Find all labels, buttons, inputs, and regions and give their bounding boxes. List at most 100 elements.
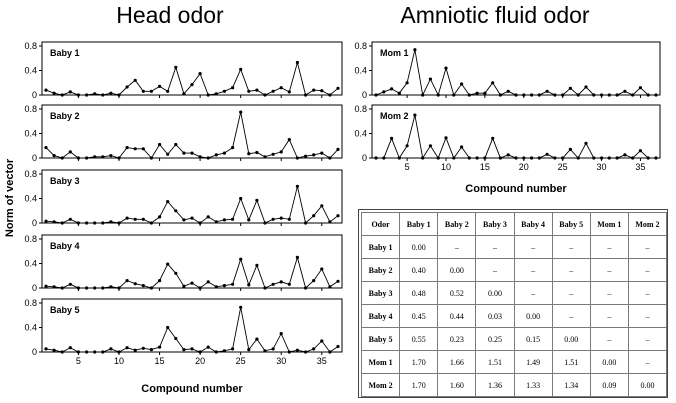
data-point — [85, 286, 89, 290]
data-point — [279, 332, 283, 336]
data-point — [60, 286, 64, 290]
data-point — [304, 286, 308, 290]
data-point — [190, 281, 194, 285]
data-point — [182, 151, 186, 155]
data-point — [141, 346, 145, 350]
matrix-row-header: Baby 2 — [360, 258, 401, 282]
matrix-cell: 1.33 — [513, 373, 553, 397]
y-tick-label: 0 — [32, 218, 37, 228]
y-tick-label: 0.4 — [24, 66, 37, 76]
data-point — [646, 156, 650, 160]
x-tick-label: 15 — [480, 162, 490, 172]
data-point — [304, 154, 308, 158]
data-point — [174, 142, 178, 147]
data-point — [117, 221, 121, 225]
data-point — [287, 90, 291, 94]
y-tick-label: 0 — [32, 90, 37, 100]
data-point — [421, 156, 425, 160]
data-point — [263, 349, 267, 353]
matrix-cell: – — [627, 304, 668, 328]
data-point — [654, 156, 658, 160]
data-point — [467, 93, 471, 97]
data-point — [190, 83, 194, 87]
matrix-cell: 1.70 — [399, 350, 439, 374]
data-point — [263, 221, 267, 225]
data-point — [312, 153, 316, 157]
matrix-cell: – — [513, 235, 553, 259]
data-point — [654, 93, 658, 97]
data-point — [271, 282, 275, 286]
data-point — [336, 86, 340, 90]
matrix-cell: – — [627, 235, 668, 259]
data-point — [239, 67, 243, 71]
data-point — [239, 110, 243, 114]
data-point — [328, 350, 332, 354]
data-point — [158, 84, 162, 88]
data-point — [475, 91, 479, 95]
panel-label: Baby 4 — [50, 241, 80, 251]
data-point — [85, 156, 89, 160]
distance-matrix-frame — [358, 209, 668, 398]
data-point — [530, 156, 534, 160]
matrix-row-header: Mom 2 — [360, 373, 401, 397]
data-point — [320, 204, 324, 208]
matrix-cell: 0.09 — [589, 373, 629, 397]
x-tick-label: 35 — [635, 162, 645, 172]
data-point — [206, 156, 210, 160]
x-tick-label: 30 — [597, 162, 607, 172]
panel-frame — [41, 41, 343, 96]
data-point — [263, 155, 267, 159]
data-point — [522, 93, 526, 97]
matrix-cell: 0.25 — [475, 327, 515, 351]
matrix-cell: – — [589, 304, 629, 328]
data-point — [166, 89, 170, 93]
data-point — [149, 89, 153, 93]
matrix-header-cell: Baby 3 — [475, 212, 515, 236]
data-point — [101, 350, 105, 354]
matrix-cell: – — [589, 281, 629, 305]
data-point — [93, 350, 97, 354]
data-point — [247, 218, 251, 222]
y-tick-label: 0 — [32, 347, 37, 357]
data-point — [295, 60, 299, 65]
matrix-header-cell: Baby 5 — [551, 212, 591, 236]
data-point — [623, 153, 627, 157]
data-point — [93, 92, 97, 96]
data-point — [506, 89, 510, 93]
y-tick-label: 0.4 — [24, 194, 37, 204]
data-point — [576, 156, 580, 160]
data-point — [206, 345, 210, 349]
data-point — [174, 65, 178, 69]
x-axis-label-head: Compound number — [141, 383, 243, 395]
data-point — [413, 48, 417, 52]
data-point — [561, 93, 565, 97]
data-point — [117, 156, 121, 160]
data-point — [44, 219, 48, 223]
data-point — [85, 350, 89, 354]
data-point — [231, 86, 235, 90]
data-point — [190, 151, 194, 155]
y-tick-label: 0 — [32, 153, 37, 163]
amniotic-fluid-odor-title: Amniotic fluid odor — [400, 2, 590, 28]
data-point — [320, 267, 324, 271]
matrix-cell: 0.03 — [475, 304, 515, 328]
y-tick-label: 0.4 — [354, 129, 367, 139]
matrix-cell: 0.48 — [399, 281, 439, 305]
data-point — [109, 347, 113, 351]
data-point — [222, 349, 226, 353]
series-line — [375, 49, 656, 97]
matrix-header-cell: Mom 2 — [627, 212, 668, 236]
data-point — [149, 221, 153, 225]
data-point — [428, 144, 432, 148]
data-point — [182, 348, 186, 352]
data-point — [247, 348, 251, 352]
data-point — [506, 153, 510, 157]
data-point — [584, 141, 588, 145]
